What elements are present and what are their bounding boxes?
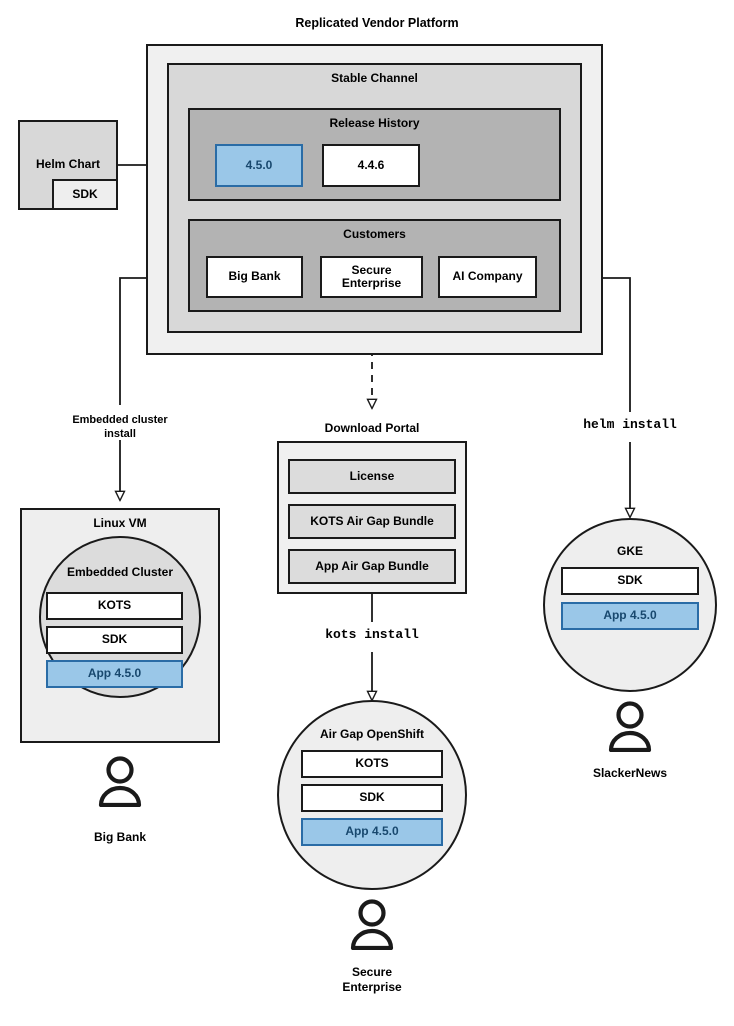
helm-install-label: helm install [583,417,677,432]
component-kots[interactable]: KOTS [301,750,443,778]
embedded-cluster-install-label: Embedded cluster install [45,414,195,442]
component-label: SDK [617,573,643,588]
artifact-label: KOTS Air Gap Bundle [310,513,434,528]
kots-install-label: kots install [325,627,419,642]
customer-label: Big Bank [228,269,281,284]
component-kots[interactable]: KOTS [46,592,183,620]
download-artifact-license[interactable]: License [288,459,456,494]
release-version-4-4-6[interactable]: 4.4.6 [322,144,420,187]
artifact-label: License [349,468,395,483]
component-label: SDK [359,790,385,805]
customers-label: Customers [343,227,406,241]
customer-label-line2: Enterprise [341,276,402,290]
helm-chart-sdk-box[interactable]: SDK [52,179,118,210]
release-version-label: 4.5.0 [245,157,273,172]
stable-channel-label: Stable Channel [331,71,418,85]
label-line1: Embedded cluster [72,414,168,426]
customer-ai-company[interactable]: AI Company [438,256,537,298]
component-label: KOTS [355,756,389,771]
customer-label: AI Company [452,269,523,284]
customer-name-big-bank: Big Bank [93,830,146,844]
component-app-version[interactable]: App 4.5.0 [46,660,183,688]
artifact-label: App Air Gap Bundle [315,558,429,573]
customer-name-line2: Enterprise [342,980,402,994]
helm-chart-label: Helm Chart [35,157,100,172]
customer-big-bank[interactable]: Big Bank [206,256,303,298]
component-label: App 4.5.0 [345,824,399,839]
release-version-4-5-0[interactable]: 4.5.0 [215,144,303,187]
customer-name-line1: Secure [351,965,393,979]
component-app-version[interactable]: App 4.5.0 [561,602,699,630]
component-sdk[interactable]: SDK [561,567,699,595]
target-label: Air Gap OpenShift [319,727,424,741]
release-version-label: 4.4.6 [357,157,385,172]
component-label: App 4.5.0 [603,608,657,623]
component-sdk[interactable]: SDK [46,626,183,654]
person-icon-slackernews [604,700,656,753]
download-artifact-kots-air-gap-bundle[interactable]: KOTS Air Gap Bundle [288,504,456,539]
component-app-version[interactable]: App 4.5.0 [301,818,443,846]
target-label: Linux VM [93,516,147,530]
customer-label-line1: Secure [351,262,392,277]
target-label: GKE [616,544,643,558]
person-icon-secure-enterprise [346,898,398,951]
component-label: SDK [101,632,128,647]
customer-secure-enterprise[interactable]: Secure Enterprise [320,256,423,298]
release-history-label: Release History [329,116,420,130]
download-portal-title: Download Portal [324,421,420,435]
customer-name-secure-enterprise: Secure Enterprise [312,965,432,995]
page-title: Replicated Vendor Platform [295,16,459,30]
component-label: KOTS [97,598,132,613]
component-sdk[interactable]: SDK [301,784,443,812]
component-label: App 4.5.0 [87,666,142,681]
person-icon-big-bank [94,755,146,808]
download-artifact-app-air-gap-bundle[interactable]: App Air Gap Bundle [288,549,456,584]
embedded-cluster-label: Embedded Cluster [66,565,174,579]
customer-name-slackernews: SlackerNews [592,766,668,780]
label-line2: install [104,427,136,440]
helm-chart-sdk-label: SDK [72,186,98,201]
